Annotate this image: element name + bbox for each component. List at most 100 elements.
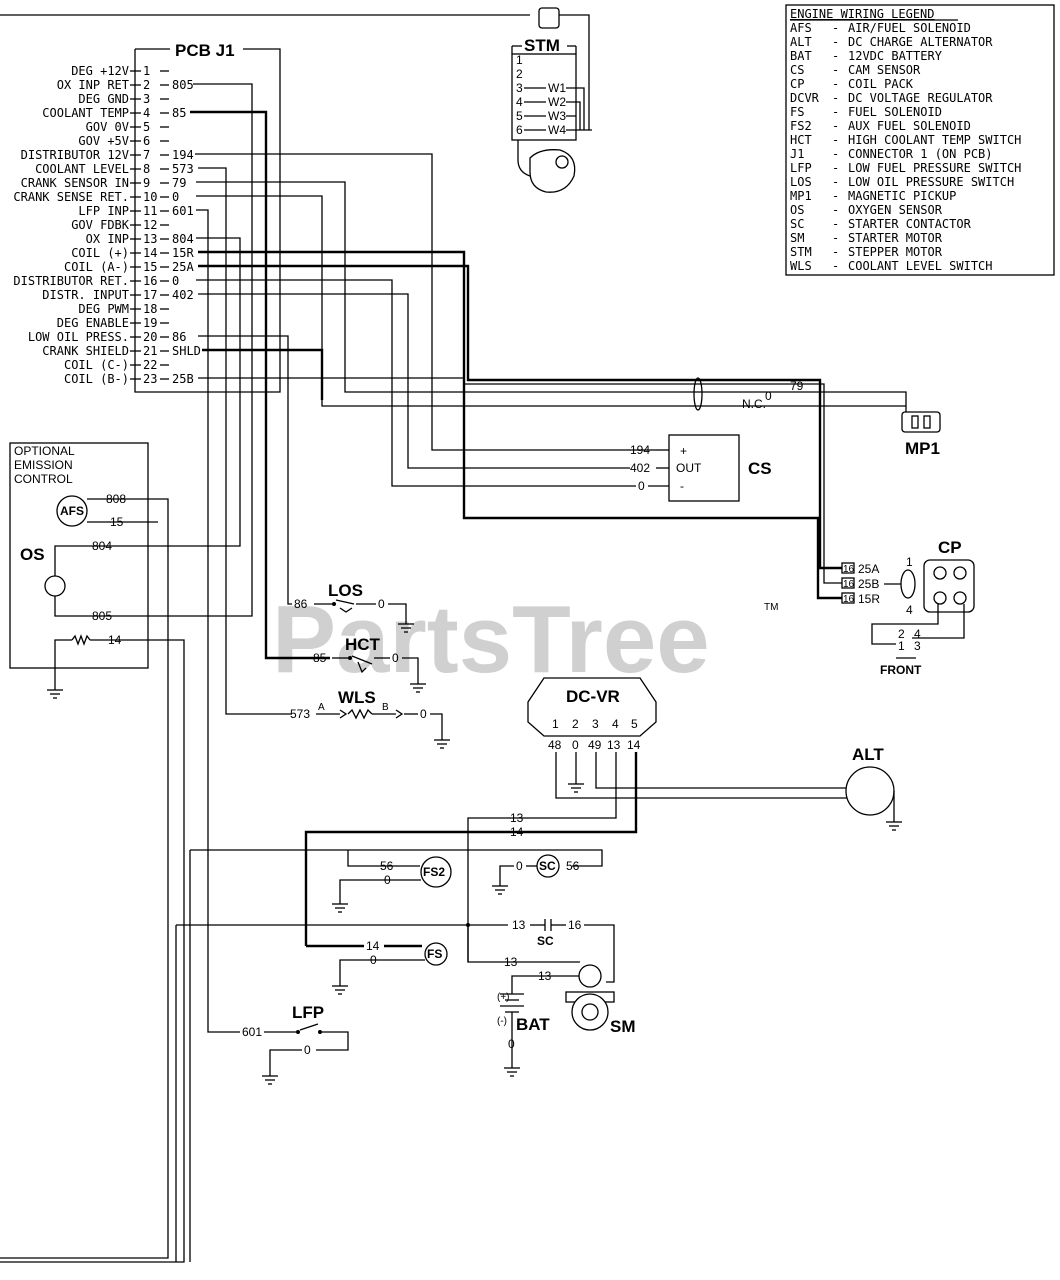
los-low-oil-pressure-switch: LOS 86 0 [294,581,414,633]
legend-desc: MAGNETIC PICKUP [848,189,956,203]
stm-pin-5: 5 [516,109,523,123]
pcb-pin-wire: 805 [172,78,194,92]
lfp-wire-0: 0 [304,1043,311,1057]
ground-icon [410,683,426,693]
wls-wire-573: 573 [290,707,310,721]
pcb-pin-label: OX INP [86,232,129,246]
legend-code: OS [790,203,804,217]
legend-dash: - [832,77,839,91]
legend-code: SC [790,217,804,231]
stm-w1: W1 [548,81,566,95]
dcvr-voltage-regulator: DC-VR 1 2 3 4 5 48 0 49 13 14 [304,677,852,962]
emission-line2: EMISSION [14,458,73,472]
emission-wire-14: 14 [108,633,122,647]
legend-code: MP1 [790,189,812,203]
pcb-pin-row: GOV 0V 5 [86,120,169,134]
stm-pin-3: 3 [516,81,523,95]
emission-line1: OPTIONAL [14,444,75,458]
wls-title: WLS [338,688,376,707]
cp-wire-25b: 25B [858,577,879,591]
fs-wire-14: 14 [366,939,380,953]
sc-top-wire-56: 56 [566,859,580,873]
cs-wire-402: 402 [630,461,650,475]
legend-desc: CAM SENSOR [848,63,921,77]
fs-fuel-solenoid: 14 FS 0 [306,939,448,995]
pcb-pin-number: 1 [143,64,150,78]
cs-cam-sensor: 194 402 0 + OUT - CS [630,434,772,502]
dcvr-wire-48: 48 [548,738,562,752]
pcb-pin-label: LFP INP [78,204,129,218]
pcb-pin-number: 17 [143,288,157,302]
pcb-pin-label: COIL (C-) [64,358,129,372]
legend-code: FS [790,105,804,119]
mp1-title: MP1 [905,439,940,458]
bus-wire-13: 13 [510,811,524,825]
pcb-pin-label: GOV 0V [86,120,129,134]
legend-desc: DC CHARGE ALTERNATOR [848,35,993,49]
pcb-pin-label: DEG ENABLE [57,316,129,330]
pcb-pin-wire: 86 [172,330,186,344]
cp-wire-25a: 25A [858,562,879,576]
pcb-pin-label: CRANK SENSOR IN [21,176,129,190]
legend-dash: - [832,161,839,175]
dcvr-pin-1: 1 [552,717,559,731]
bat-wire-0: 0 [508,1037,515,1051]
cp-front-1: 1 [898,639,905,653]
fs-wire-0: 0 [370,953,377,967]
fs-title: FS [427,947,442,961]
pcb-pin-label: DISTRIBUTOR RET. [13,274,129,288]
pcb-pin-wire: 15R [172,246,194,260]
pcb-pin-label: CRANK SENSE RET. [13,190,129,204]
pcb-pin-row: COIL (C-)22 [64,358,169,372]
pcb-pin-number: 20 [143,330,157,344]
pcb-pin-number: 15 [143,260,157,274]
bat-minus: (-) [497,1016,507,1027]
pcb-pin-wire: 0 [172,190,179,204]
ground-icon [332,985,348,995]
dcvr-pin-5: 5 [631,717,638,731]
mp1-nc: N.C. [742,397,766,411]
legend-code: J1 [790,147,804,161]
cp-front: FRONT [880,663,922,677]
cp-pin-1: 1 [906,555,913,569]
legend-desc: STARTER CONTACTOR [848,217,972,231]
cp-tag-3: 16 [843,594,855,605]
lfp-wire-601: 601 [242,1025,262,1039]
cp-title: CP [938,538,962,557]
ground-icon [262,1075,278,1085]
legend-dash: - [832,91,839,105]
pcb-pin-label: LOW OIL PRESS. [28,330,129,344]
mp1-wire-79: 79 [790,379,804,393]
legend-desc: STEPPER MOTOR [848,245,943,259]
pcb-pin-number: 8 [143,162,150,176]
cp-wire-15r: 15R [858,592,880,606]
legend-dash: - [832,35,839,49]
legend-dash: - [832,245,839,259]
bat-plus: (+) [497,992,510,1003]
legend-dash: - [832,175,839,189]
ground-icon [492,885,508,895]
pcb-pin-number: 5 [143,120,150,134]
cs-out: OUT [676,461,702,475]
afs-wire-808: 808 [106,492,126,506]
legend-title: ENGINE WIRING LEGEND [790,7,935,21]
cp-coil-pack: CP 16 16 16 25A 25B 15R 1 4 2 1 4 3 FRON… [841,538,975,677]
pcb-pin-label: COOLANT TEMP [42,106,129,120]
pcb-pin-number: 21 [143,344,157,358]
legend-code: SM [790,231,804,245]
los-title: LOS [328,581,363,600]
pcb-pin-number: 18 [143,302,157,316]
cs-minus: - [680,479,684,493]
stm-stepper-motor: STM 1 2 3 4 5 6 W1 W2 W3 W4 [511,36,592,193]
los-wire-86: 86 [294,597,308,611]
legend-desc: AIR/FUEL SOLENOID [848,21,971,35]
